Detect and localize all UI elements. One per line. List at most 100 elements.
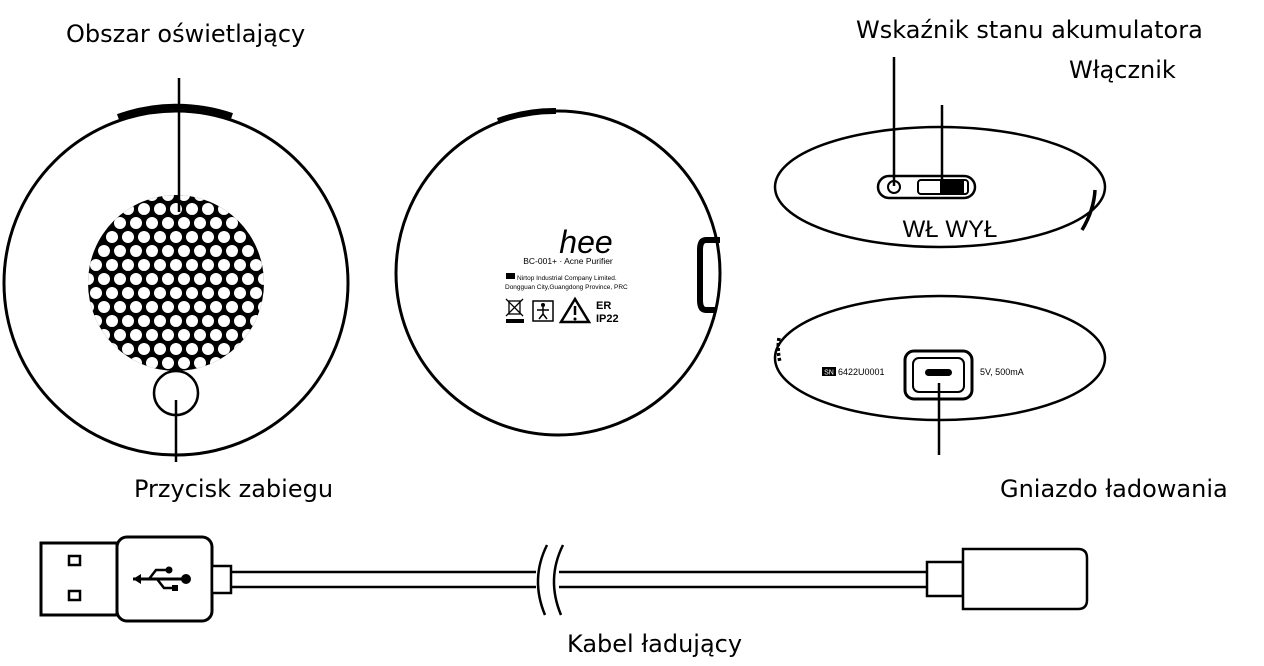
light-hole (138, 231, 150, 243)
light-hole (226, 301, 238, 313)
light-hole (210, 273, 222, 285)
light-hole (146, 217, 158, 229)
light-hole (178, 357, 190, 369)
light-hole (114, 217, 126, 229)
light-hole (202, 203, 214, 215)
serial-number-text: 6422U0001 (838, 367, 885, 377)
power-switch-label: Włącznik (1069, 56, 1176, 84)
light-hole (170, 343, 182, 355)
er-text: ER (596, 300, 611, 312)
light-hole (194, 273, 206, 285)
light-hole (186, 287, 198, 299)
ip-rating-text: IP22 (596, 313, 619, 325)
usb-trident-icon (133, 566, 191, 591)
light-hole (154, 203, 166, 215)
model-text: BC-001+ · Acne Purifier (523, 256, 613, 266)
illumination-area-label: Obszar oświetlający (66, 20, 306, 48)
light-hole (226, 245, 238, 257)
light-hole (154, 287, 166, 299)
light-hole (154, 343, 166, 355)
light-hole (98, 245, 110, 257)
light-hole (178, 195, 190, 201)
light-hole (194, 245, 206, 257)
switch-on-off-text: WŁ WYŁ (903, 216, 998, 243)
light-hole (106, 287, 118, 299)
light-hole (194, 329, 206, 341)
light-hole (178, 217, 190, 229)
light-hole (154, 259, 166, 271)
light-hole (106, 259, 118, 271)
light-hole (210, 217, 222, 229)
light-hole (202, 343, 214, 355)
light-hole (154, 315, 166, 327)
light-hole (146, 301, 158, 313)
light-hole (218, 231, 230, 243)
power-rating-text: 5V, 500mA (980, 367, 1024, 377)
light-hole (202, 315, 214, 327)
light-hole (122, 315, 134, 327)
device-front-view (2, 78, 350, 462)
light-hole (114, 273, 126, 285)
light-hole (202, 231, 214, 243)
sn-tag-text: SN (824, 370, 834, 377)
light-hole (170, 315, 182, 327)
light-hole (210, 329, 222, 341)
light-hole (170, 231, 182, 243)
light-hole (218, 259, 230, 271)
light-hole (186, 203, 198, 215)
light-hole (146, 245, 158, 257)
light-hole (186, 315, 198, 327)
light-hole (162, 195, 174, 201)
light-hole (130, 245, 142, 257)
address-text: Dongguan City,Guangdong Province, PRC (505, 284, 628, 291)
device-side-bottom: SN 6422U0001 5V, 500mA (773, 294, 1107, 455)
charging-port-label: Gniazdo ładowania (1000, 475, 1228, 503)
light-hole (226, 273, 238, 285)
light-hole (210, 245, 222, 257)
charging-cable-label: Kabel ładujący (567, 630, 743, 658)
light-hole (178, 245, 190, 257)
light-hole (186, 259, 198, 271)
sn-box (822, 367, 836, 376)
light-hole (178, 301, 190, 313)
light-hole (162, 329, 174, 341)
light-hole (106, 315, 118, 327)
light-hole (98, 273, 110, 285)
light-hole (210, 301, 222, 313)
light-hole (138, 315, 150, 327)
brand-logo: hee (559, 224, 612, 260)
light-hole (234, 231, 246, 243)
light-hole (202, 259, 214, 271)
usb-c-connector (925, 547, 1089, 611)
manufacturer-text: Nirtop Industrial Company Limited. (517, 275, 617, 282)
light-hole (226, 329, 238, 341)
treatment-button-label: Przycisk zabiegu (134, 475, 334, 503)
light-hole (218, 343, 230, 355)
light-hole (162, 301, 174, 313)
light-hole (218, 287, 230, 299)
light-hole (186, 231, 198, 243)
factory-icon (506, 273, 515, 279)
light-hole (114, 245, 126, 257)
light-hole (242, 245, 254, 257)
light-hole (202, 287, 214, 299)
light-hole (146, 273, 158, 285)
light-hole (88, 273, 94, 285)
light-hole (130, 329, 142, 341)
light-hole (90, 287, 102, 299)
light-hole (178, 329, 190, 341)
light-hole (170, 259, 182, 271)
light-hole (250, 287, 262, 299)
light-hole (114, 329, 126, 341)
light-hole (130, 217, 142, 229)
light-hole (178, 273, 190, 285)
light-hole (90, 259, 102, 271)
light-hole (146, 329, 158, 341)
light-hole (162, 273, 174, 285)
light-hole (162, 357, 174, 369)
light-hole (258, 273, 264, 285)
light-hole (122, 287, 134, 299)
light-hole (218, 315, 230, 327)
light-hole (234, 259, 246, 271)
